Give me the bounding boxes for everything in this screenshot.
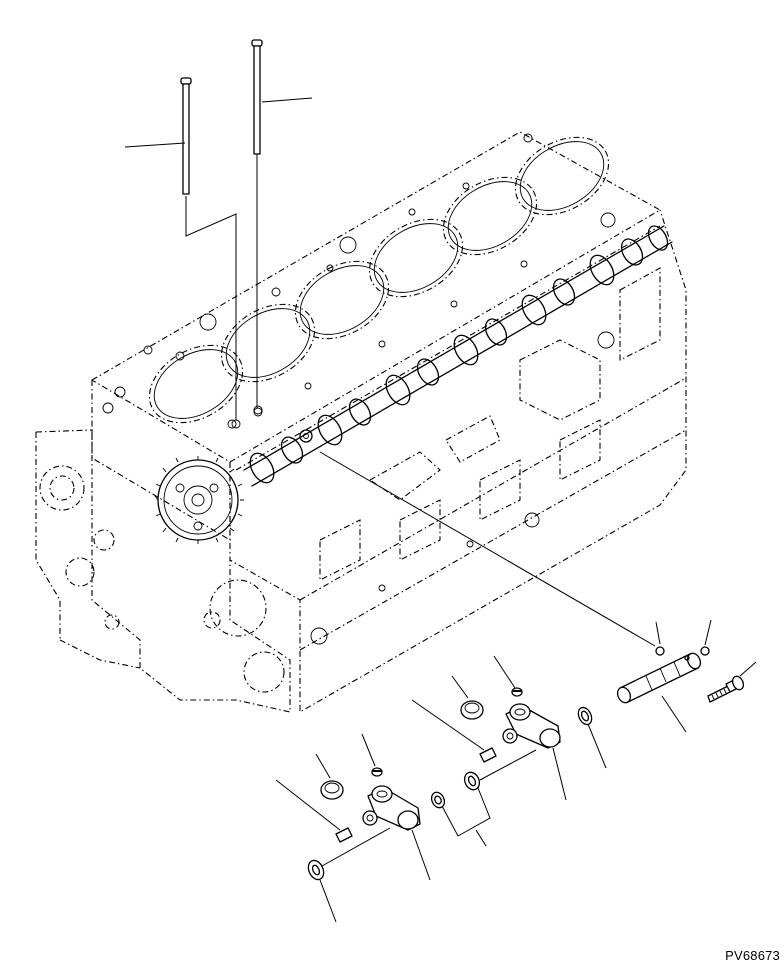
leader-line	[275, 779, 341, 831]
leader-line	[319, 879, 337, 923]
cylinder-block	[35, 131, 687, 713]
leader-line	[451, 675, 469, 699]
leader-line	[655, 621, 661, 645]
roller	[320, 780, 344, 800]
leader-line	[493, 655, 516, 689]
leader-line	[411, 699, 485, 751]
leader-line	[361, 733, 376, 767]
roller	[460, 700, 484, 720]
pin	[335, 827, 353, 843]
snap-ring	[430, 791, 446, 809]
ball	[655, 646, 665, 656]
leader-line	[261, 97, 313, 103]
snap-ring	[307, 859, 325, 881]
leader-line	[411, 829, 431, 881]
leader-line	[587, 723, 607, 769]
push-rod-guide-line	[185, 196, 237, 420]
leader-line	[315, 753, 331, 779]
ball	[371, 767, 383, 777]
assembly-guide-line	[321, 827, 391, 867]
leader-line	[552, 747, 567, 801]
shaft-guide-line	[319, 451, 656, 647]
rocker-shaft	[616, 652, 702, 704]
leader-line	[475, 829, 487, 847]
assembly-guide-line	[479, 749, 537, 781]
camshaft	[243, 225, 673, 487]
rocker-arm	[502, 703, 561, 749]
pin	[479, 747, 497, 763]
snap-ring	[463, 771, 481, 791]
leader-line	[704, 619, 712, 646]
leader-line	[124, 142, 186, 148]
leader-line	[441, 787, 491, 837]
leader-line	[739, 661, 757, 677]
snap-ring	[577, 706, 593, 726]
drawing-code: PV68673	[725, 948, 780, 963]
timing-gear	[154, 456, 244, 544]
ball	[511, 687, 523, 697]
mounting-bolt	[707, 675, 745, 703]
ball	[700, 646, 710, 656]
push-rod-long	[251, 39, 263, 155]
push-rod-short	[180, 77, 192, 195]
rocker-arm	[362, 785, 421, 831]
leader-line	[661, 695, 687, 733]
